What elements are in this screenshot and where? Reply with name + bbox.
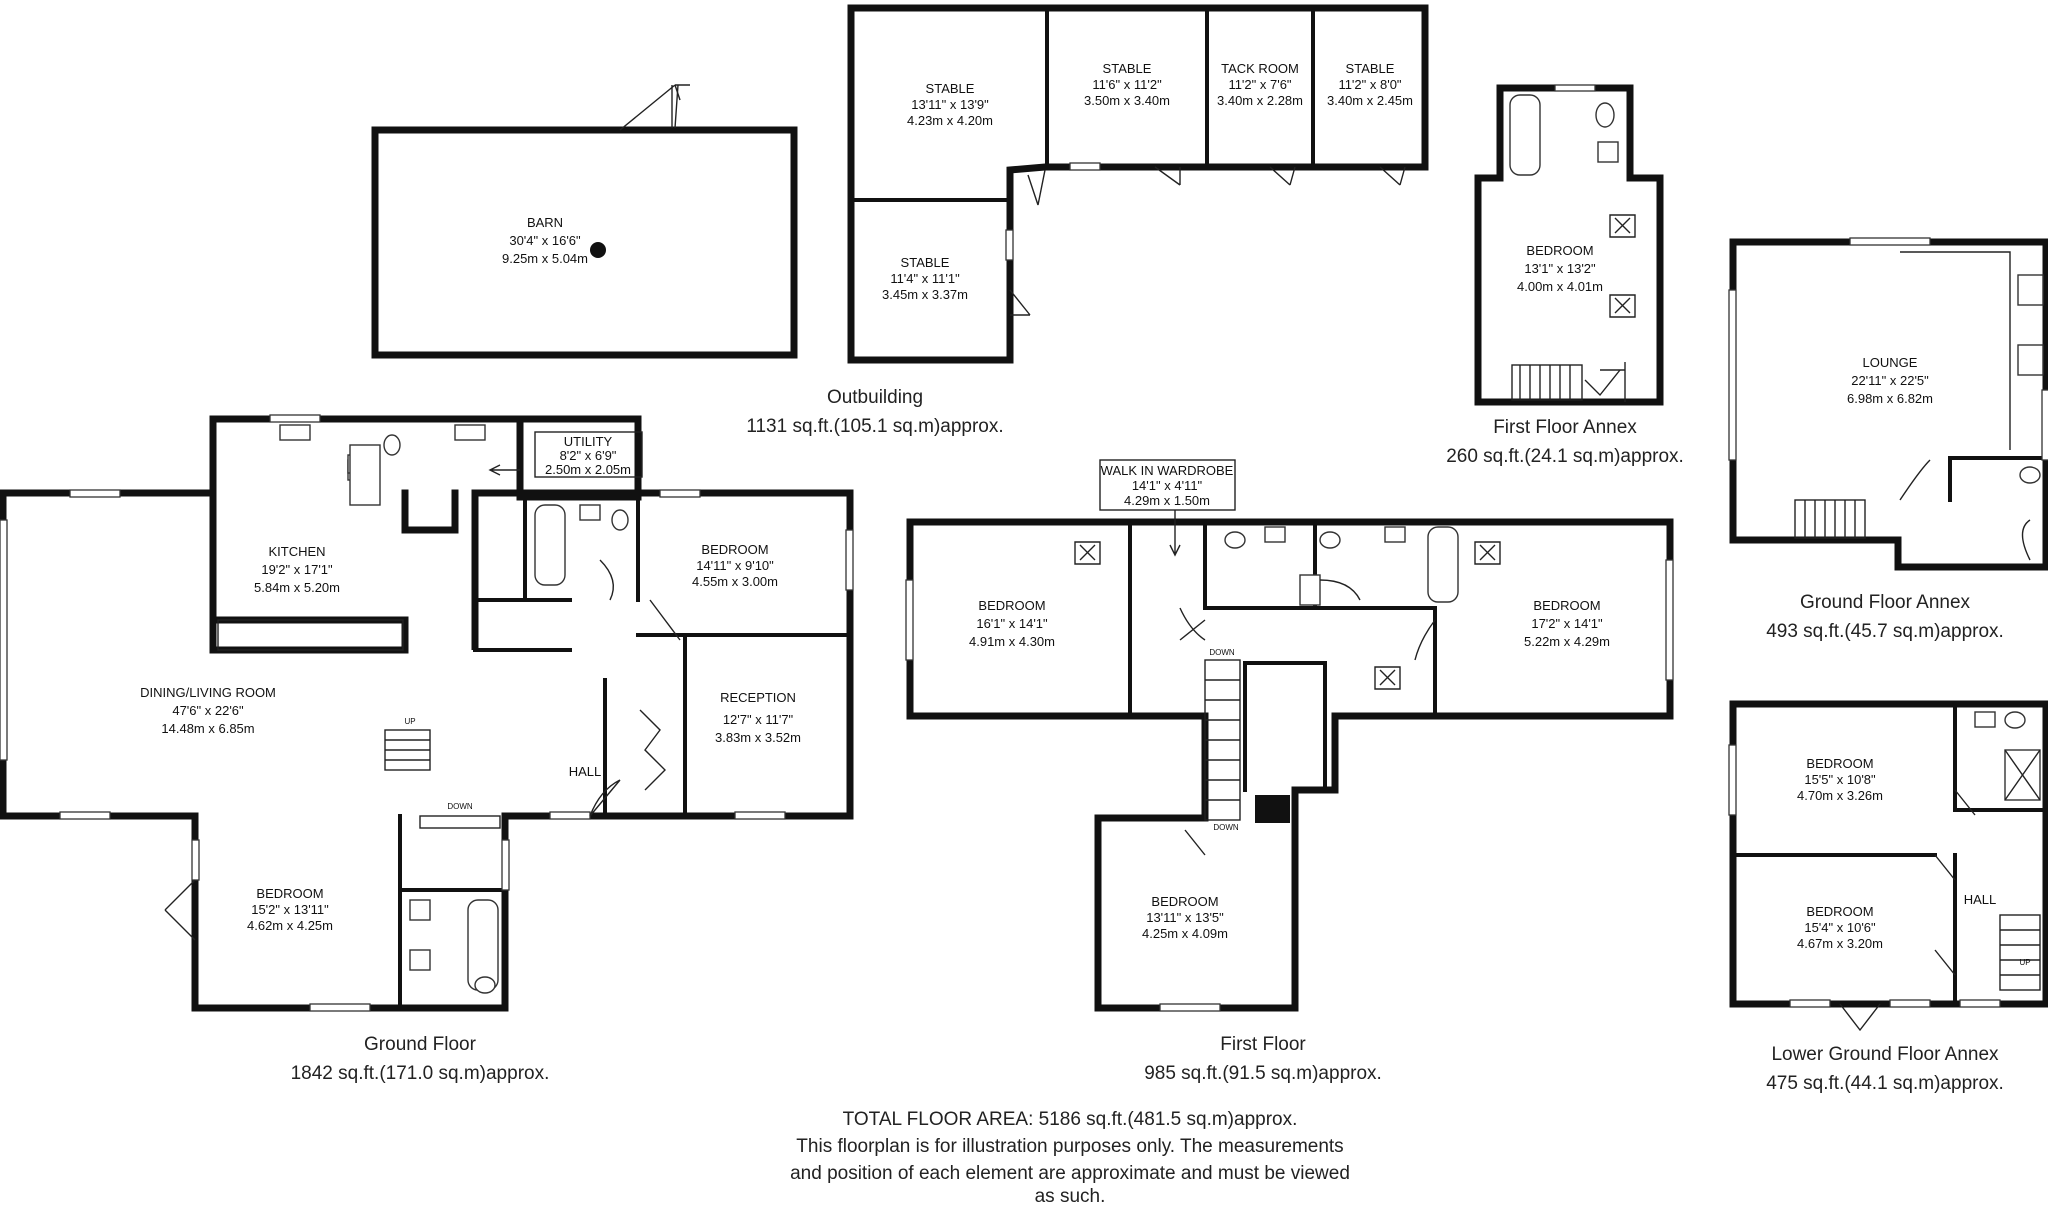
utility-name: UTILITY xyxy=(564,434,613,449)
first-floor: DOWN DOWN WALK IN WARDROBE 14'1" x 4'11"… xyxy=(905,459,1674,1012)
stable3-name: STABLE xyxy=(1346,61,1395,76)
kitchen-imperial: 19'2" x 17'1" xyxy=(261,562,333,577)
stable2-name: STABLE xyxy=(1103,61,1152,76)
total-floor-area: TOTAL FLOOR AREA: 5186 sq.ft.(481.5 sq.m… xyxy=(843,1109,1298,1130)
kitchen-name: KITCHEN xyxy=(268,544,325,559)
reception-name: RECEPTION xyxy=(720,690,796,705)
annex-bedroom-name: BEDROOM xyxy=(1526,243,1593,258)
ff-bedroom3-metric: 4.25m x 4.09m xyxy=(1142,926,1228,941)
first-floor-title: First Floor xyxy=(1220,1034,1306,1055)
ff-bedroom2-imperial: 17'2" x 14'1" xyxy=(1531,616,1603,631)
lg-bedroom2-name: BEDROOM xyxy=(1806,904,1873,919)
ff-bedroom1-name: BEDROOM xyxy=(978,598,1045,613)
ground-floor-title: Ground Floor xyxy=(364,1034,477,1055)
gf-bedroom1-imperial: 14'11" x 9'10" xyxy=(696,558,774,573)
gf-bedroom2-metric: 4.62m x 4.25m xyxy=(247,918,333,933)
ground-floor-annex: LOUNGE 22'11" x 22'5" 6.98m x 6.82m xyxy=(1728,237,2048,571)
first-annex-title: First Floor Annex xyxy=(1493,417,1637,438)
lg-bedroom1-imperial: 15'5" x 10'8" xyxy=(1804,772,1876,787)
utility-metric: 2.50m x 2.05m xyxy=(545,462,631,477)
stable4-name: STABLE xyxy=(901,255,950,270)
stable1-metric: 4.23m x 4.20m xyxy=(907,113,993,128)
tack-name: TACK ROOM xyxy=(1221,61,1299,76)
ff-bedroom1-metric: 4.91m x 4.30m xyxy=(969,634,1055,649)
dining-name: DINING/LIVING ROOM xyxy=(140,685,276,700)
ff-stairs-down-label-2: DOWN xyxy=(1213,823,1239,832)
barn-imperial: 30'4" x 16'6" xyxy=(509,233,581,248)
lower-annex-area: 475 sq.ft.(44.1 sq.m)approx. xyxy=(1766,1073,2004,1094)
stairs-up-label: UP xyxy=(404,717,415,726)
reception-imperial: 12'7" x 11'7" xyxy=(723,712,794,727)
first-floor-area: 985 sq.ft.(91.5 sq.m)approx. xyxy=(1144,1063,1382,1084)
ff-stairs-down-label: DOWN xyxy=(1209,648,1235,657)
stairs-down-label: DOWN xyxy=(447,802,473,811)
lower-annex-title: Lower Ground Floor Annex xyxy=(1771,1044,1999,1065)
chimney-block xyxy=(1255,795,1290,823)
ff-bedroom2-name: BEDROOM xyxy=(1533,598,1600,613)
lg-hall-name: HALL xyxy=(1964,892,1997,907)
dining-metric: 14.48m x 6.85m xyxy=(161,721,254,736)
reception-metric: 3.83m x 3.52m xyxy=(715,730,801,745)
stables-block: STABLE 13'11" x 13'9" 4.23m x 4.20m STAB… xyxy=(847,4,1429,364)
dining-imperial: 47'6" x 22'6" xyxy=(172,703,244,718)
ground-floor-area: 1842 sq.ft.(171.0 sq.m)approx. xyxy=(291,1063,550,1084)
stable1-imperial: 13'11" x 13'9" xyxy=(911,97,989,112)
barn-name: BARN xyxy=(527,215,563,230)
tack-imperial: 11'2" x 7'6" xyxy=(1228,77,1291,92)
ground-annex-title: Ground Floor Annex xyxy=(1800,592,1971,613)
stable4-metric: 3.45m x 3.37m xyxy=(882,287,968,302)
tack-metric: 3.40m x 2.28m xyxy=(1217,93,1303,108)
wardrobe-imperial: 14'1" x 4'11" xyxy=(1132,478,1203,493)
ff-bedroom3-imperial: 13'11" x 13'5" xyxy=(1146,910,1224,925)
gf-bedroom1-name: BEDROOM xyxy=(701,542,768,557)
gf-bedroom2-imperial: 15'2" x 13'11" xyxy=(251,902,329,917)
lounge-name: LOUNGE xyxy=(1863,355,1918,370)
lg-bedroom2-metric: 4.67m x 3.20m xyxy=(1797,936,1883,951)
lg-stairs-up-label: UP xyxy=(2019,958,2030,967)
utility-imperial: 8'2" x 6'9" xyxy=(560,448,617,463)
kitchen-metric: 5.84m x 5.20m xyxy=(254,580,340,595)
gf-bedroom1-metric: 4.55m x 3.00m xyxy=(692,574,778,589)
first-annex-area: 260 sq.ft.(24.1 sq.m)approx. xyxy=(1446,446,1684,467)
barn-metric: 9.25m x 5.04m xyxy=(502,251,588,266)
stable3-metric: 3.40m x 2.45m xyxy=(1327,93,1413,108)
lounge-imperial: 22'11" x 22'5" xyxy=(1851,373,1929,388)
gf-hall-name: HALL xyxy=(569,764,602,779)
ff-bedroom3-name: BEDROOM xyxy=(1151,894,1218,909)
pole-marker xyxy=(590,242,606,258)
annex-bedroom-metric: 4.00m x 4.01m xyxy=(1517,279,1603,294)
lg-bedroom1-metric: 4.70m x 3.26m xyxy=(1797,788,1883,803)
annex-bedroom-imperial: 13'1" x 13'2" xyxy=(1524,261,1596,276)
stable4-imperial: 11'4" x 11'1" xyxy=(890,271,960,286)
wardrobe-name: WALK IN WARDROBE xyxy=(1101,463,1234,478)
ff-bedroom1-imperial: 16'1" x 14'1" xyxy=(976,616,1048,631)
stable2-imperial: 11'6" x 11'2" xyxy=(1092,77,1162,92)
stable1-name: STABLE xyxy=(926,81,975,96)
ground-floor: UP DOWN UTILITY 8'2" x 6'9" 2.50m x 2.05… xyxy=(0,414,854,1012)
ground-annex-area: 493 sq.ft.(45.7 sq.m)approx. xyxy=(1766,621,2004,642)
lg-bedroom2-imperial: 15'4" x 10'6" xyxy=(1804,920,1876,935)
stable2-metric: 3.50m x 3.40m xyxy=(1084,93,1170,108)
disclaimer-line-2: and position of each element are approxi… xyxy=(790,1163,1350,1184)
outbuilding-title: Outbuilding xyxy=(827,387,923,408)
stable3-imperial: 11'2" x 8'0" xyxy=(1338,77,1401,92)
barn: BARN 30'4" x 16'6" 9.25m x 5.04m xyxy=(371,84,798,359)
lg-bedroom1-name: BEDROOM xyxy=(1806,756,1873,771)
wardrobe-metric: 4.29m x 1.50m xyxy=(1124,493,1210,508)
lounge-metric: 6.98m x 6.82m xyxy=(1847,391,1933,406)
gf-bedroom2-name: BEDROOM xyxy=(256,886,323,901)
ff-bedroom2-metric: 5.22m x 4.29m xyxy=(1524,634,1610,649)
outbuilding-area: 1131 sq.ft.(105.1 sq.m)approx. xyxy=(746,416,1003,437)
disclaimer-line-3: as such. xyxy=(1035,1186,1106,1205)
disclaimer-line-1: This floorplan is for illustration purpo… xyxy=(796,1136,1343,1157)
first-floor-annex: BEDROOM 13'1" x 13'2" 4.00m x 4.01m xyxy=(1474,84,1664,406)
lower-ground-annex: UP BEDROOM 15'5" x 10'8" 4.70m x 3.26m B… xyxy=(1728,700,2048,1032)
